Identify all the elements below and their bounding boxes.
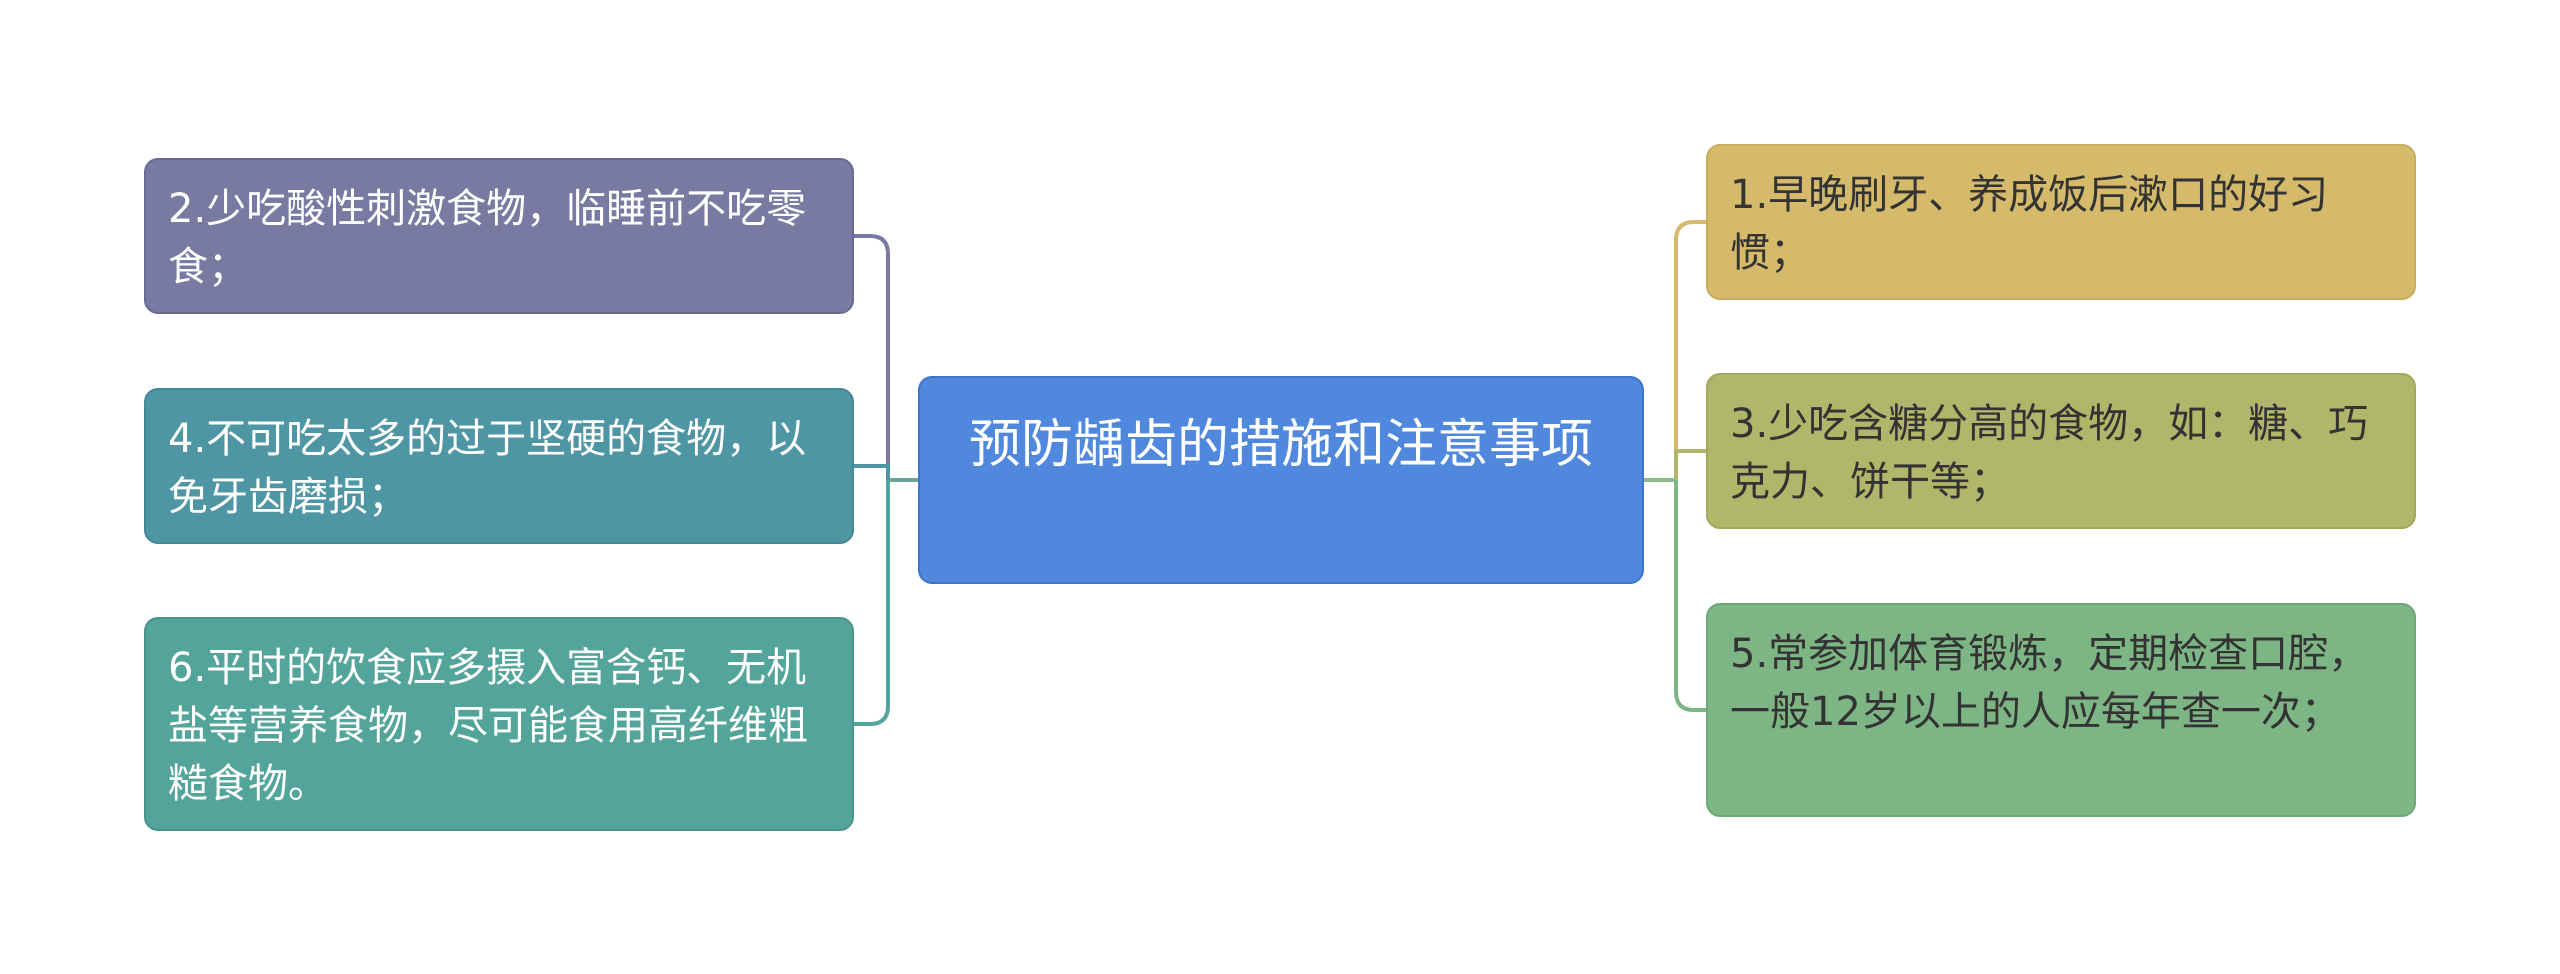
branch-node-4[interactable]: 4.不可吃太多的过于坚硬的食物，以免牙齿磨损； — [144, 388, 854, 544]
connector-right-3 — [1674, 449, 1706, 480]
branch-node-1[interactable]: 1.早晚刷牙、养成饭后漱口的好习惯； — [1706, 144, 2416, 300]
branch-node-6-text: 6.平时的饮食应多摄入富含钙、无机盐等营养食物，尽可能食用高纤维粗糙食物。 — [168, 645, 808, 807]
branch-node-6[interactable]: 6.平时的饮食应多摄入富含钙、无机盐等营养食物，尽可能食用高纤维粗糙食物。 — [144, 617, 854, 831]
connector-right-5 — [1674, 480, 1706, 712]
central-topic[interactable]: 预防龋齿的措施和注意事项 — [918, 376, 1644, 584]
branch-node-3-text: 3.少吃含糖分高的食物，如：糖、巧克力、饼干等； — [1730, 401, 2369, 505]
connector-left-2 — [854, 234, 890, 480]
branch-node-2-text: 2.少吃酸性刺激食物，临睡前不吃零食； — [168, 186, 807, 290]
branch-node-3[interactable]: 3.少吃含糖分高的食物，如：糖、巧克力、饼干等； — [1706, 373, 2416, 529]
branch-node-1-text: 1.早晚刷牙、养成饭后漱口的好习惯； — [1730, 172, 2329, 276]
connector-left-4 — [854, 464, 890, 480]
branch-node-5-text: 5.常参加体育锻炼，定期检查口腔，一般12岁以上的人应每年查一次； — [1730, 631, 2369, 735]
connector-right-1 — [1674, 220, 1706, 480]
branch-node-4-text: 4.不可吃太多的过于坚硬的食物，以免牙齿磨损； — [168, 416, 807, 520]
connector-left-6 — [854, 480, 890, 726]
branch-node-2[interactable]: 2.少吃酸性刺激食物，临睡前不吃零食； — [144, 158, 854, 314]
branch-node-5[interactable]: 5.常参加体育锻炼，定期检查口腔，一般12岁以上的人应每年查一次； — [1706, 603, 2416, 817]
central-topic-text: 预防龋齿的措施和注意事项 — [968, 415, 1593, 475]
